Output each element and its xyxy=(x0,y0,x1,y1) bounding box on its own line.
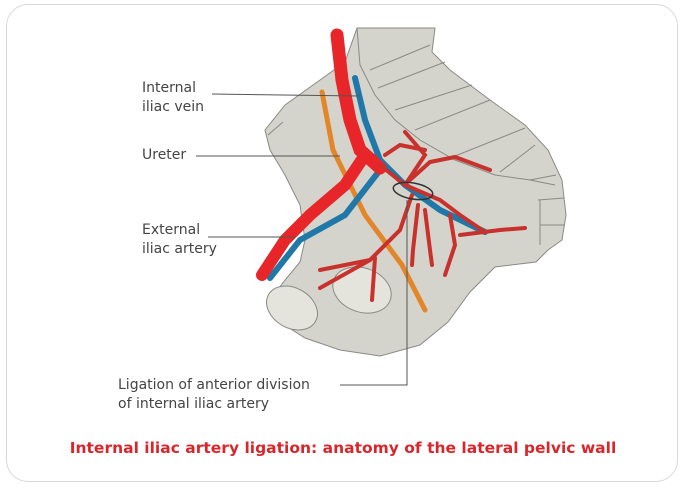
label-line: iliac artery xyxy=(142,241,217,257)
figure-caption: Internal iliac artery ligation: anatomy … xyxy=(69,439,617,457)
ligation-marker xyxy=(392,181,434,201)
label-ligation: Ligation of anterior division of interna… xyxy=(118,376,310,414)
label-line: of internal iliac artery xyxy=(118,396,269,412)
label-internal-iliac-vein: Internal iliac vein xyxy=(142,79,204,117)
label-line: Ligation of anterior division xyxy=(118,377,310,393)
label-line: Internal xyxy=(142,80,196,96)
ureter xyxy=(319,89,428,313)
figure-frame xyxy=(6,4,678,482)
arteries xyxy=(256,28,527,302)
label-line: iliac vein xyxy=(142,99,205,115)
leader-lines xyxy=(196,93,408,386)
label-external-iliac-artery: External iliac artery xyxy=(142,221,217,259)
label-ureter: Ureter xyxy=(142,147,187,163)
label-line: External xyxy=(142,222,201,238)
